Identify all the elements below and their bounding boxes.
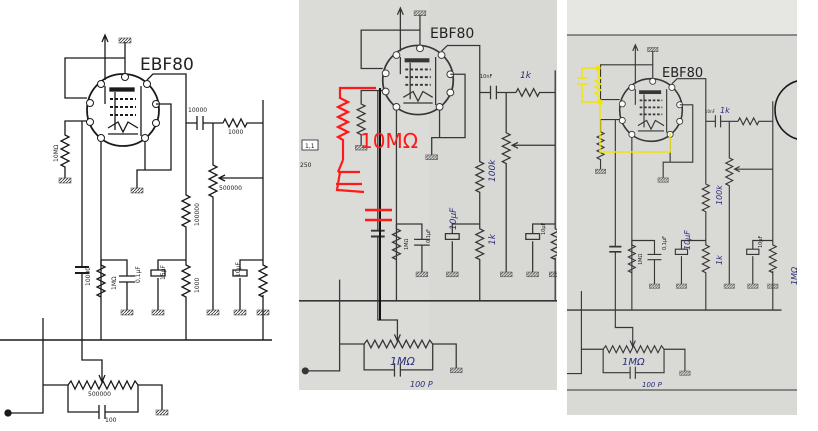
grid-cap-label: 10000 — [85, 267, 92, 286]
next-cap-label: 10µF — [541, 222, 547, 235]
plate-resistor-label: 100000 — [194, 203, 201, 226]
next-cap-label: 10µF — [758, 235, 764, 248]
volume-pot-label: 500000 — [219, 185, 242, 192]
series-resistor-label: 1000 — [228, 129, 243, 136]
screen-resistor-label: 1k — [488, 233, 498, 245]
tube-label: EBF80 — [140, 55, 194, 75]
panel-yellow-modification: EBF80 1k 10nF 100k 1k 10µF 1MΩ 0,1µF 10µ… — [567, 0, 799, 415]
grid-resistor-label: 10MΩ — [53, 144, 60, 162]
cathode-resistor-label: 1MΩ — [404, 239, 410, 250]
screen-cap-label: 10µF — [449, 207, 459, 230]
side-value-label: 250 — [300, 162, 312, 169]
panel-red-modification: 1,1 250 EBF80 10MΩ 10nF 1k 100k 1k 10µF … — [299, 0, 557, 390]
input-pot-label: 500000 — [88, 391, 111, 398]
cathode-resistor-label: 1MΩ — [638, 254, 644, 265]
plate-cap-label: 10nF — [705, 109, 716, 114]
tube-label: EBF80 — [430, 26, 474, 42]
next-cap-label: 10µF — [235, 262, 242, 277]
screen-cap-label: 15µF — [160, 265, 167, 280]
tube-label: EBF80 — [662, 66, 703, 81]
plate-resistor-label: 100k — [715, 185, 724, 205]
plate-resistor-label: 100k — [488, 159, 498, 182]
cathode-cap-label: 0,1µF — [662, 236, 668, 250]
cathode-cap-label: 0,1µF — [426, 229, 432, 243]
series-resistor-label: 1k — [720, 106, 730, 115]
screen-cap-label: 10µF — [683, 230, 692, 250]
cathode-resistor-label: 1MΩ — [111, 276, 118, 290]
yellow-annotation — [577, 65, 671, 153]
plate-cap-label: 10000 — [188, 107, 207, 114]
cathode-cap-label: 0,1µF — [135, 266, 142, 283]
schematic-drawing — [0, 35, 273, 419]
next-resistor-label: 1MΩ — [790, 266, 799, 285]
side-box-label: 1,1 — [305, 143, 315, 150]
next-tube-outline — [774, 80, 797, 140]
plate-cap-label: 10nF — [480, 74, 493, 80]
input-pot-label: 1MΩ — [622, 357, 645, 368]
input-cap-label: 100 — [105, 417, 117, 424]
input-cap-label: 100 P — [642, 381, 663, 389]
panel-original: EBF80 10MΩ 10000 1000 500000 100000 1000… — [0, 35, 273, 424]
red-resistor-label: 10MΩ — [360, 129, 418, 153]
input-cap-label: 100 P — [410, 380, 433, 389]
screen-resistor-label: 1000 — [194, 278, 201, 293]
red-annotation: 10MΩ — [335, 86, 418, 222]
screen-resistor-label: 1k — [715, 255, 724, 265]
input-pot-label: 1MΩ — [390, 355, 415, 368]
series-resistor-label: 1k — [520, 71, 532, 81]
